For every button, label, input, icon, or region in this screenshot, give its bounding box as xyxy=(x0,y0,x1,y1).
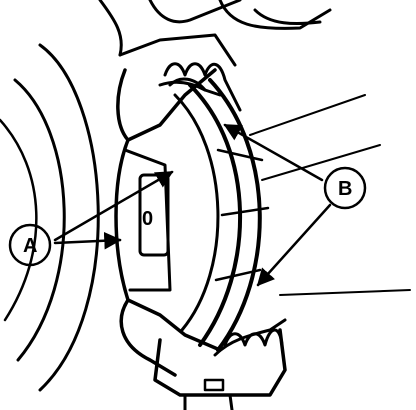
right-leader-lines xyxy=(249,94,411,296)
retaining-spring-top xyxy=(163,62,242,112)
callout-b-arrow-lower xyxy=(256,203,332,287)
lower-bracket xyxy=(153,328,287,410)
callout-b-arrow-upper xyxy=(223,123,324,182)
callout-a-arrow-lower xyxy=(53,231,122,250)
callout-a: A xyxy=(8,170,174,267)
rotor-arcs xyxy=(0,43,100,392)
retaining-spring-bottom xyxy=(213,318,287,357)
brake-pad xyxy=(173,78,270,352)
caliper-housing xyxy=(114,68,222,377)
callout-b-label: B xyxy=(338,178,352,200)
callout-b: B xyxy=(223,123,367,287)
callout-a-arrow-upper xyxy=(53,170,174,242)
top-hardware xyxy=(98,0,332,67)
callout-a-label: A xyxy=(23,235,37,257)
rotor-stamp: 0 xyxy=(142,208,153,230)
